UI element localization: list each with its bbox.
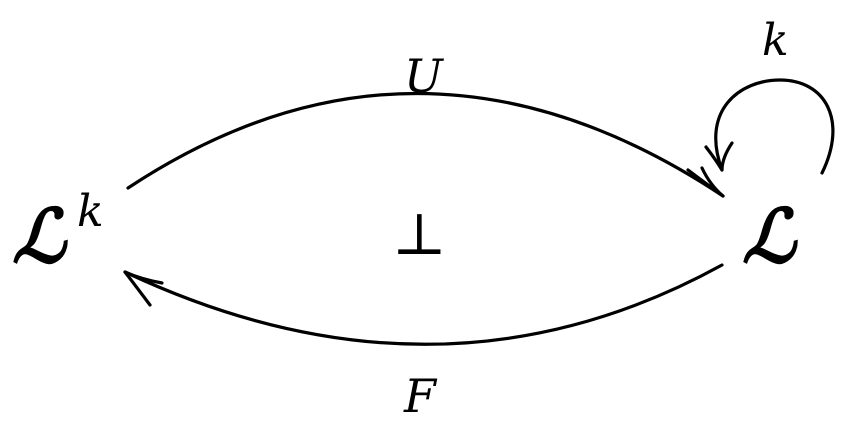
object-left-superscript: k [77, 186, 104, 237]
object-left-symbol: ℒ [12, 194, 68, 280]
label-F: F [403, 369, 438, 423]
upper-arrow-head [686, 166, 725, 198]
upper-arrow-U [126, 91, 725, 198]
label-U: U [404, 49, 445, 103]
label-k: k [762, 15, 789, 66]
loop-arrow-k [714, 78, 835, 175]
object-right-symbol: ℒ [742, 194, 798, 280]
loop-arrow-head [704, 141, 734, 172]
adjunction-symbol: ⊥ [392, 200, 447, 268]
lower-arrow-head [123, 270, 164, 307]
lower-arrow-F [123, 263, 724, 346]
